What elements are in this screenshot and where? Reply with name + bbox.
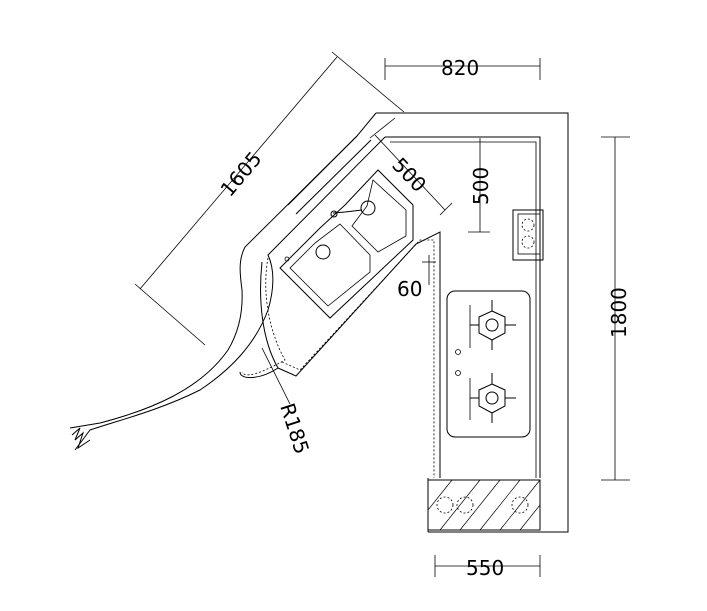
appliance-box-top: [512, 209, 544, 261]
counter-outline: [69, 112, 569, 533]
bottom-hatched-unit: [427, 479, 541, 531]
dim-label-depth-right: 500: [469, 167, 493, 205]
counter-front-dashed: [241, 239, 435, 478]
dim-sink-depth: [369, 117, 453, 216]
drain-icon: [360, 200, 376, 216]
dim-gap: [422, 255, 436, 285]
backsplash-line: [390, 141, 537, 478]
dim-label-sink-depth: 500: [387, 153, 431, 197]
knob-icon: [455, 370, 461, 376]
dim-label-gap: 60: [397, 277, 422, 301]
dim-label-diagonal-length: 1605: [215, 147, 266, 201]
burner-icon: [470, 300, 516, 350]
break-line: [71, 427, 91, 450]
dim-label-height: 1800: [607, 287, 631, 338]
counter-front-edge: [239, 231, 441, 478]
dim-label-bottom-width: 550: [466, 556, 504, 580]
knob-icon: [455, 349, 461, 355]
dim-label-top-width: 820: [441, 56, 479, 80]
burner-icon: [470, 373, 516, 423]
diagonal-backsplash-2: [295, 139, 372, 215]
drain-icon: [315, 244, 331, 260]
double-sink: [279, 169, 414, 319]
diagonal-backsplash: [287, 135, 358, 206]
dim-height: [601, 136, 630, 481]
dim-bottom-width: [434, 555, 541, 577]
dim-label-radius: R185: [275, 400, 314, 457]
dim-diagonal-length: [134, 51, 405, 346]
gas-hob: [446, 290, 531, 438]
dim-depth-right: [468, 138, 490, 233]
dim-top-width: [384, 58, 541, 80]
radius-leader: [261, 347, 291, 405]
